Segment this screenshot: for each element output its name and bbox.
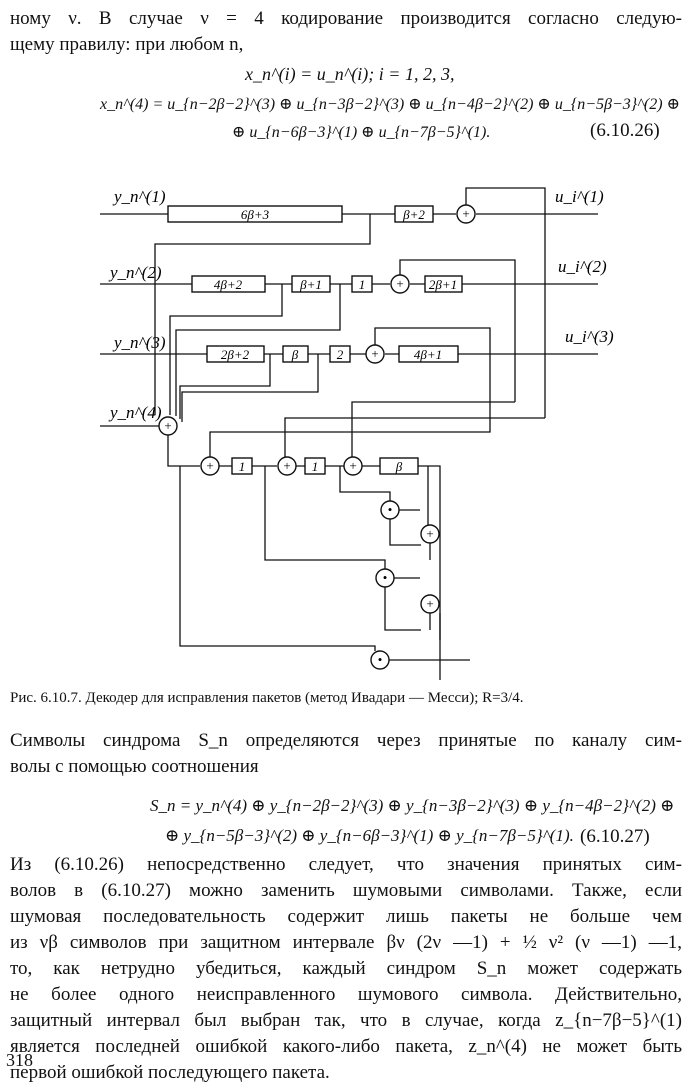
delay-label-4b1: 4β+1: [414, 347, 442, 362]
eq-26-line-2: x_n^(4) = u_{n−2β−2}^(3) ⊕ u_{n−3β−2}^(3…: [100, 96, 680, 113]
delay-label-1-row2: 1: [359, 277, 366, 292]
delay-block-2b1: [424, 275, 463, 293]
eq-27-line-1: S_n = y_n^(4) ⊕ y_{n−2β−2}^(3) ⊕ y_{n−3β…: [150, 796, 675, 815]
chain-adder-1-sign: +: [206, 458, 213, 473]
chain-adder-3-sign: +: [349, 458, 356, 473]
figure-caption: Рис. 6.10.7. Декодер для исправления пак…: [10, 690, 524, 706]
eq-26-line-3: ⊕ u_{n−6β−3}^(1) ⊕ u_{n−7β−5}^(1).: [232, 124, 491, 141]
delay-block-1-chain-b: [304, 457, 326, 475]
chain-adder-2: [277, 456, 297, 476]
delay-label-b2: β+2: [402, 207, 425, 222]
or-adder-2-sign: +: [426, 596, 433, 611]
decoder-diagram: y_n^(1) y_n^(2) y_n^(3) y_n^(4) u_i^(1) …: [100, 187, 614, 680]
body-line-1: Из (6.10.26) непосредственно следует, чт…: [10, 854, 682, 875]
delay-block-b-row3: [282, 345, 309, 363]
delay-block-2-row3: [329, 345, 351, 363]
delay-block-4b1: [398, 345, 459, 363]
body-line-6: не более одного неисправленного шумового…: [10, 984, 682, 1005]
delay-block-b-chain: [379, 457, 419, 475]
delay-label-2-row3: 2: [337, 347, 344, 362]
eq-26-number: (6.10.26): [590, 120, 660, 141]
and-gate-3-sign: •: [378, 652, 383, 667]
delay-block-1-row2: [351, 275, 373, 293]
input-label-3: y_n^(3): [112, 333, 166, 352]
syndrome-line-1: Символы синдрома S_n определяются через …: [10, 730, 682, 751]
delay-label-4b2: 4β+2: [214, 277, 243, 292]
and-gate-1-sign: •: [388, 502, 393, 517]
delay-block-b2: [394, 205, 434, 223]
body-line-5: то, как нетрудно убедиться, каждый синдр…: [10, 958, 682, 979]
delay-label-6b3: 6β+3: [241, 207, 270, 222]
syndrome-paragraph: Символы синдрома S_n определяются через …: [10, 728, 682, 780]
output-label-2: u_i^(2): [558, 257, 607, 276]
or-adder-1-sign: +: [426, 526, 433, 541]
delay-label-2b1: 2β+1: [429, 277, 457, 292]
body-line-2: волов в (6.10.27) можно заменить шумовым…: [10, 880, 682, 901]
eq-27-number: (6.10.27): [580, 826, 650, 847]
input-label-2: y_n^(2): [108, 263, 162, 282]
delay-block-1-chain-a: [231, 457, 253, 475]
syndrome-line-2: волы с помощью соотношения: [10, 756, 259, 777]
body-line-9: первой ошибкой последующего пакета.: [10, 1062, 330, 1083]
delay-block-6b3: [167, 205, 343, 223]
and-gate-2-sign: •: [383, 570, 388, 585]
delay-label-b-chain: β: [395, 459, 403, 474]
intro-line-1: ному ν. В случае ν = 4 кодирование произ…: [10, 8, 682, 29]
intro-line-2: щему правилу: при любом n,: [10, 34, 244, 55]
delay-label-1-chain-b: 1: [312, 459, 319, 474]
input-label-1: y_n^(1): [112, 187, 166, 206]
adder-sign-row2: +: [396, 276, 403, 291]
input-label-4: y_n^(4): [108, 403, 162, 422]
intro-paragraph: ному ν. В случае ν = 4 кодирование произ…: [10, 6, 682, 58]
delay-block-2b2: [206, 345, 265, 363]
body-line-7: защитный интервал был выбран так, что в …: [10, 1010, 682, 1031]
output-label-3: u_i^(3): [565, 327, 614, 346]
delay-block-4b2: [191, 275, 266, 293]
syndrome-adder-sign: +: [164, 418, 171, 433]
page-number: 318: [6, 1050, 33, 1070]
adder-sign-row1: +: [462, 206, 469, 221]
body-line-4: из νβ символов при защитном интервале βν…: [10, 932, 682, 953]
output-label-1: u_i^(1): [555, 187, 604, 206]
delay-block-b1: [291, 275, 331, 293]
adder-sign-row3: +: [371, 346, 378, 361]
eq-26-line-1: x_n^(i) = u_n^(i); i = 1, 2, 3,: [245, 64, 455, 84]
body-paragraph: Из (6.10.26) непосредственно следует, чт…: [10, 852, 682, 1086]
chain-adder-2-sign: +: [283, 458, 290, 473]
delay-label-2b2: 2β+2: [221, 347, 250, 362]
body-line-8: является последней ошибкой какого-либо п…: [10, 1036, 682, 1057]
body-line-3: шумовая последовательность содержит лишь…: [10, 906, 682, 927]
delay-label-1-chain-a: 1: [239, 459, 246, 474]
delay-label-b1: β+1: [299, 277, 322, 292]
delay-label-b-row3: β: [291, 347, 299, 362]
chain-adder-3: [343, 456, 363, 476]
eq-27-line-2: ⊕ y_{n−5β−3}^(2) ⊕ y_{n−6β−3}^(1) ⊕ y_{n…: [165, 826, 574, 845]
